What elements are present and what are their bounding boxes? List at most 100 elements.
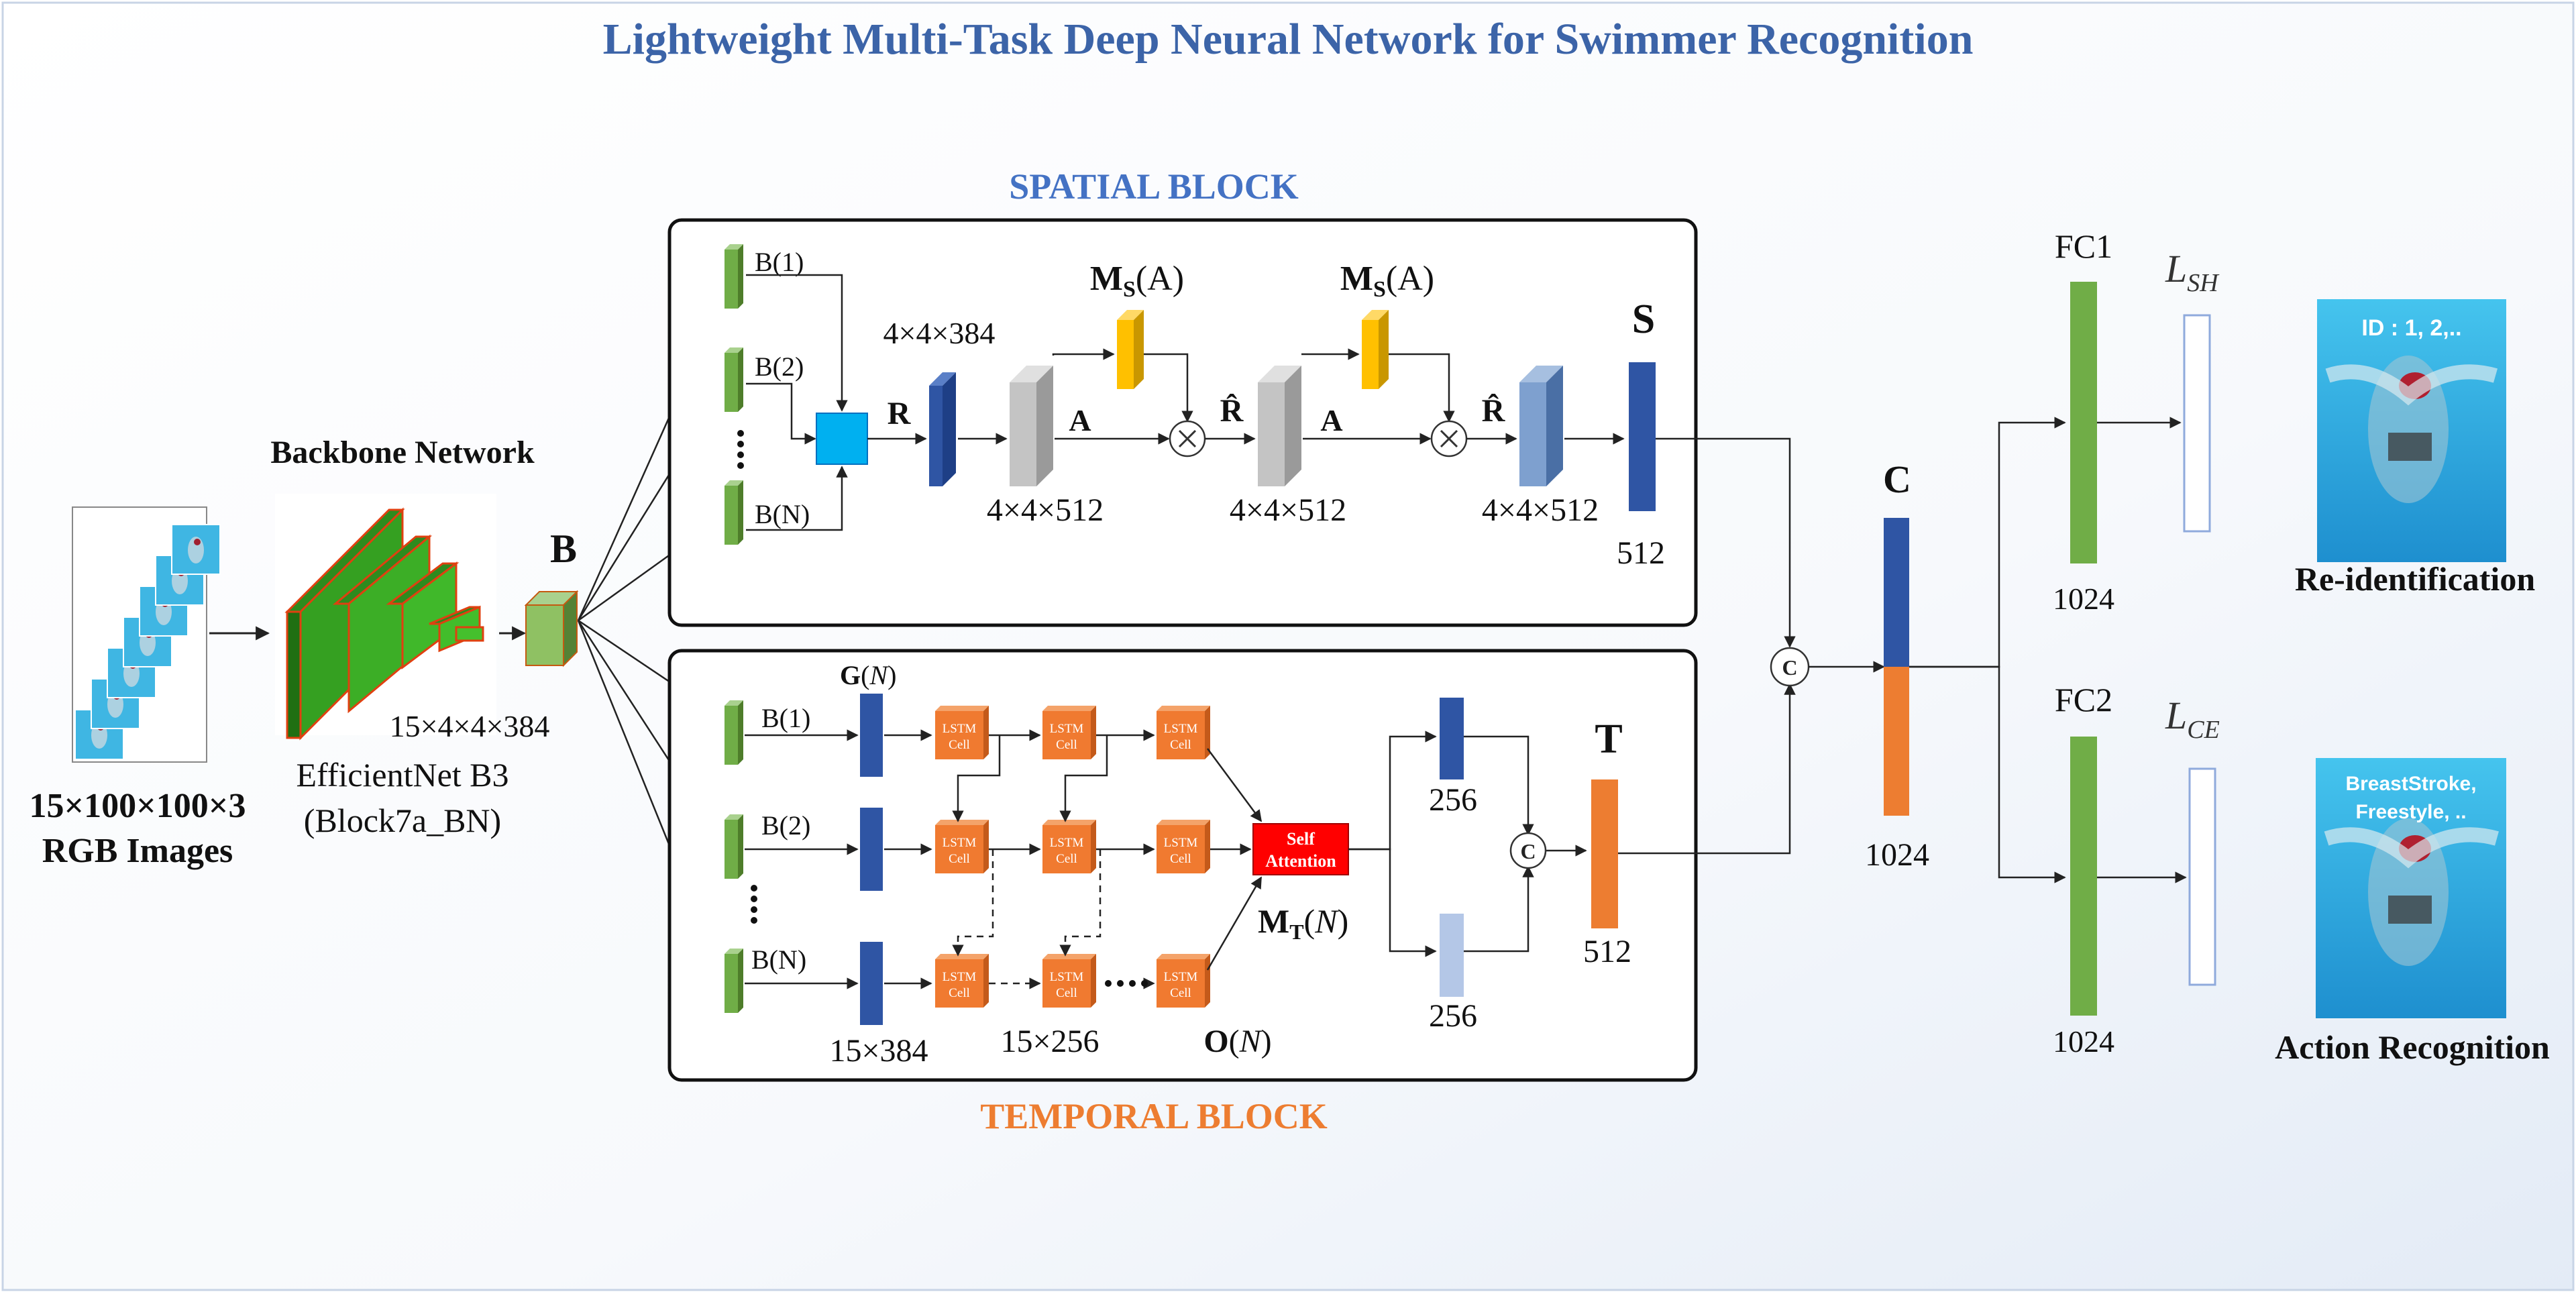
feature-slab (724, 700, 743, 765)
loss-sh-output (2183, 314, 2211, 533)
c-dims: 1024 (1865, 837, 1929, 873)
input-frame (171, 524, 221, 575)
spatial-b1-label: B(1) (755, 247, 804, 277)
t-label: T (1595, 716, 1622, 762)
lstm-cell-line1: LSTM (1164, 836, 1198, 850)
t-dims: 512 (1583, 934, 1631, 969)
r-dims: 4×4×384 (883, 316, 996, 350)
lstm-cell-line1: LSTM (943, 836, 977, 850)
temporal-concat-symbol: C (1520, 839, 1536, 863)
lstm-cell-line2: Cell (1056, 852, 1077, 866)
temporal-in-dims: 15×384 (829, 1033, 928, 1069)
rhat-label-1: R̂ (1220, 393, 1244, 429)
branch-vector-top (1440, 698, 1464, 779)
efficientnet-icon (284, 507, 484, 741)
spatial-bn-label: B(N) (755, 499, 810, 529)
a-label-2: A (1320, 403, 1342, 437)
reid-result-image: ID : 1, 2,.. (2317, 299, 2506, 562)
lstm-cell-line2: Cell (949, 738, 970, 752)
mt-label: MT(N) (1258, 902, 1348, 944)
lstm-cell-line2: Cell (949, 852, 970, 866)
action-result-image: BreastStroke, Freestyle, .. (2316, 758, 2506, 1018)
ms-attention-1 (1117, 310, 1144, 389)
multiply-icon (1169, 420, 1206, 457)
lstm-cell-line2: Cell (1170, 738, 1191, 752)
s-dims: 512 (1617, 535, 1665, 571)
spatial-b2-label: B(2) (755, 352, 804, 382)
input-label: RGB Images (42, 832, 233, 870)
lstm-cell: LSTM Cell (935, 820, 989, 873)
lstm-cell: LSTM Cell (1157, 820, 1210, 873)
c-vector-bottom (1884, 667, 1909, 816)
ms-label-2: MS(A) (1340, 260, 1434, 302)
fusion-split-lines (1909, 417, 2066, 883)
concat-icon: C (1509, 832, 1547, 869)
temporal-b1-label: B(1) (761, 703, 810, 733)
lstm-cell-line1: LSTM (1050, 722, 1084, 736)
spatial-merge-box (816, 413, 868, 465)
spatial-b-inputs (724, 244, 743, 545)
loss-ce-output (2188, 767, 2216, 986)
self-attention-box (1252, 823, 1349, 875)
feature-slab (724, 244, 743, 309)
branch-dims-top: 256 (1429, 782, 1477, 818)
b-label: B (550, 527, 577, 571)
c-vector-top (1884, 518, 1909, 667)
lstm-cell-line2: Cell (1170, 852, 1191, 866)
spatial-ellipsis (737, 430, 744, 469)
temporal-ellipsis (751, 885, 757, 924)
feature-slab (724, 814, 743, 879)
r-tensor (929, 386, 943, 486)
rhat-tensor (1519, 366, 1563, 486)
reid-label: Re-identification (2295, 560, 2535, 598)
lstm-cell-line1: LSTM (943, 722, 977, 736)
ms-label-1: MS(A) (1090, 260, 1184, 302)
a-tensor-2 (1258, 366, 1301, 486)
input-dims: 15×100×100×3 (30, 787, 246, 825)
feature-slab (724, 949, 743, 1013)
spatial-block-title: SPATIAL BLOCK (1009, 166, 1299, 207)
lstm-cell: LSTM Cell (935, 706, 989, 759)
backbone-layer: (Block7a_BN) (304, 802, 501, 839)
lstm-ellipsis (1105, 980, 1148, 987)
a-label-1: A (1069, 403, 1091, 437)
attention-line1: Self (1287, 829, 1315, 849)
feature-slab (724, 347, 743, 412)
lstm-cell-line2: Cell (1056, 738, 1077, 752)
temporal-b2-label: B(2) (761, 810, 810, 841)
t-vector (1591, 779, 1618, 928)
fusion-concat-symbol: C (1782, 655, 1797, 680)
lstm-dims: 15×256 (1000, 1024, 1099, 1059)
fc2-layer (2070, 737, 2097, 1016)
r-label: R (888, 396, 912, 431)
rhat-label-2: R̂ (1482, 393, 1506, 429)
lstm-cell: LSTM Cell (1042, 706, 1096, 759)
lstm-cell-line1: LSTM (943, 970, 977, 984)
a-dims-2: 4×4×512 (1230, 492, 1346, 528)
lstm-cell: LSTM Cell (1042, 954, 1096, 1008)
fc2-dims: 1024 (2053, 1024, 2114, 1059)
attention-line2: Attention (1265, 851, 1336, 871)
lstm-cell-line1: LSTM (1050, 970, 1084, 984)
s-label: S (1632, 296, 1655, 342)
fc2-label: FC2 (2055, 681, 2112, 718)
attention-branch-lines (1348, 731, 1587, 957)
fc1-layer (2070, 282, 2097, 563)
temporal-b-inputs (724, 700, 743, 1013)
a-dims-1: 4×4×512 (987, 492, 1104, 528)
lstm-grid: LSTMCellLSTMCellLSTMCellLSTMCellLSTMCell… (884, 706, 1263, 1008)
lstm-cell-line2: Cell (1056, 986, 1077, 1000)
lstm-cell-line2: Cell (949, 986, 970, 1000)
action-overlay-line1: BreastStroke, (2345, 773, 2476, 795)
branch-dims-bottom: 256 (1429, 998, 1477, 1034)
branch-vector-bottom (1440, 914, 1464, 997)
spatial-merge-lines (746, 274, 848, 531)
fc1-dims: 1024 (2053, 582, 2114, 616)
feature-cube-b (524, 590, 579, 667)
a-tensor-1 (1010, 366, 1053, 486)
